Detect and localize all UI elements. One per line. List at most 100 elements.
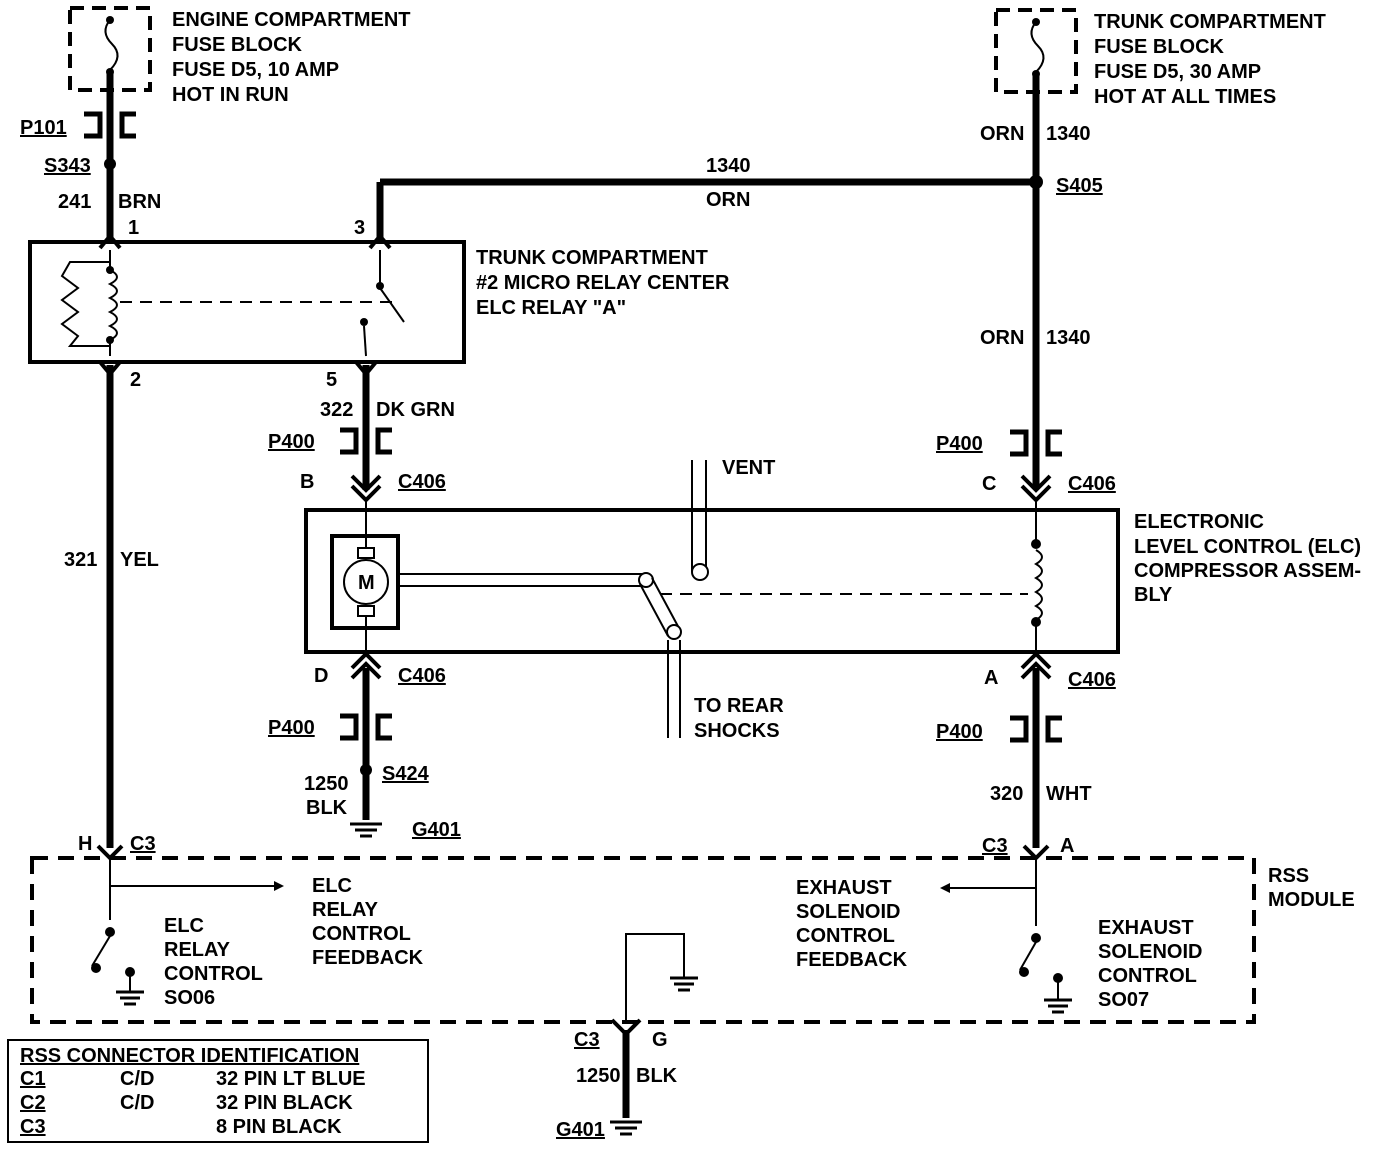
compressor-box <box>304 460 1120 738</box>
orn-right-2: ORN <box>980 327 1024 349</box>
table-row-id: C3 <box>20 1116 46 1138</box>
pin-c: C <box>982 473 996 495</box>
s343-label: S343 <box>44 155 91 177</box>
pin-b: B <box>300 471 314 493</box>
table-row-type: C/D <box>120 1092 154 1114</box>
fuse-right-text: TRUNK COMPARTMENT FUSE BLOCK FUSE D5, 30… <box>1094 11 1326 108</box>
rss-text: RSS MODULE ELC RELAY CONTROL SO06 ELC RE… <box>164 865 1355 1011</box>
fuse-right-line: FUSE D5, 30 AMP <box>1094 61 1261 83</box>
orn-top: ORN <box>706 189 750 211</box>
elc-control-text: CONTROL <box>164 963 263 985</box>
g401-label: G401 <box>412 819 461 841</box>
pin-d: D <box>314 665 328 687</box>
c406-label: C406 <box>1068 669 1116 691</box>
table-row-desc: 32 PIN LT BLUE <box>216 1068 366 1090</box>
p400-label: P400 <box>268 717 315 739</box>
yel-label: YEL <box>120 549 159 571</box>
elc-feedback-text: ELC <box>312 875 352 897</box>
motor-label: M <box>358 572 375 594</box>
fuse-left-line: FUSE BLOCK <box>172 34 303 56</box>
exhaust-feedback-text: SOLENOID <box>796 901 900 923</box>
c406-label: C406 <box>1068 473 1116 495</box>
pin-5: 5 <box>326 369 337 391</box>
to-rear-label: TO REAR <box>694 695 784 717</box>
pin-h: H <box>78 833 92 855</box>
compressor-line: BLY <box>1134 584 1173 606</box>
circuit-1340-right-2: 1340 <box>1046 327 1091 349</box>
relay-center-line: TRUNK COMPARTMENT <box>476 247 708 269</box>
exhaust-control-text: EXHAUST <box>1098 917 1194 939</box>
connector-table-border <box>7 1039 429 1143</box>
compressor-line: ELECTRONIC <box>1134 511 1264 533</box>
fuse-left-line: ENGINE COMPARTMENT <box>172 9 411 31</box>
table-row-id: C1 <box>20 1068 46 1090</box>
s424-label: S424 <box>382 763 430 785</box>
relay-center-box <box>28 240 466 364</box>
c3-label: C3 <box>130 833 156 855</box>
c406-label: C406 <box>398 471 446 493</box>
fuse-left-text: ENGINE COMPARTMENT FUSE BLOCK FUSE D5, 1… <box>172 9 411 106</box>
s405-label: S405 <box>1056 175 1103 197</box>
exhaust-feedback-text: EXHAUST <box>796 877 892 899</box>
to-rear-label: SHOCKS <box>694 720 780 742</box>
circuit-321: 321 <box>64 549 97 571</box>
rss-module-label: MODULE <box>1268 889 1355 911</box>
fuse-right-line: TRUNK COMPARTMENT <box>1094 11 1326 33</box>
pin-3: 3 <box>354 217 365 239</box>
table-row-desc: 8 PIN BLACK <box>216 1116 342 1138</box>
c3-label: C3 <box>574 1029 600 1051</box>
vent-label: VENT <box>722 457 775 479</box>
relay-center-line: #2 MICRO RELAY CENTER <box>476 272 730 294</box>
elc-feedback-text: RELAY <box>312 899 379 921</box>
circuit-241: 241 <box>58 191 91 213</box>
elc-control-text: ELC <box>164 915 204 937</box>
wire-labels: P101 S343 241 BRN 1 3 2 5 1340 ORN S405 … <box>20 117 1116 1141</box>
g401-label: G401 <box>556 1119 605 1141</box>
brn-label: BRN <box>118 191 161 213</box>
circuit-1340-top: 1340 <box>706 155 751 177</box>
table-row-desc: 32 PIN BLACK <box>216 1092 353 1114</box>
connector-table: RSS CONNECTOR IDENTIFICATION C1 C/D 32 P… <box>20 1045 366 1138</box>
rss-module-box <box>30 856 1256 1024</box>
dk-grn-label: DK GRN <box>376 399 455 421</box>
compressor-text: ELECTRONIC LEVEL CONTROL (ELC) COMPRESSO… <box>358 457 1361 742</box>
elc-feedback-text: FEEDBACK <box>312 947 424 969</box>
c3-label: C3 <box>982 835 1008 857</box>
blk-label-b: BLK <box>636 1065 678 1087</box>
exhaust-feedback-text: FEEDBACK <box>796 949 908 971</box>
elc-control-text: SO06 <box>164 987 215 1009</box>
splice-dots <box>104 158 1043 776</box>
pin-g: G <box>652 1029 668 1051</box>
circuit-1250-b: 1250 <box>576 1065 621 1087</box>
table-row-type: C/D <box>120 1068 154 1090</box>
table-title: RSS CONNECTOR IDENTIFICATION <box>20 1045 359 1067</box>
circuit-1340-right-1: 1340 <box>1046 123 1091 145</box>
exhaust-control-text: SO07 <box>1098 989 1149 1011</box>
pin-1: 1 <box>128 217 139 239</box>
circuit-320: 320 <box>990 783 1023 805</box>
fuse-right-line: FUSE BLOCK <box>1094 36 1225 58</box>
p400-label: P400 <box>936 433 983 455</box>
inline-connectors <box>84 111 1062 743</box>
wires <box>106 72 1040 1118</box>
exhaust-feedback-text: CONTROL <box>796 925 895 947</box>
compressor-line: LEVEL CONTROL (ELC) <box>1134 536 1361 558</box>
relay-center-text: TRUNK COMPARTMENT #2 MICRO RELAY CENTER … <box>476 247 730 319</box>
pin-a-c3: A <box>1060 835 1074 857</box>
table-row-id: C2 <box>20 1092 46 1114</box>
orn-right-1: ORN <box>980 123 1024 145</box>
p400-label: P400 <box>936 721 983 743</box>
rss-module-label: RSS <box>1268 865 1309 887</box>
c406-chevrons <box>96 232 1052 1037</box>
pin-a: A <box>984 667 998 689</box>
relay-center-line: ELC RELAY "A" <box>476 297 626 319</box>
exhaust-control-text: CONTROL <box>1098 965 1197 987</box>
circuit-322: 322 <box>320 399 353 421</box>
p101-label: P101 <box>20 117 67 139</box>
exhaust-control-text: SOLENOID <box>1098 941 1202 963</box>
fuse-left-line: FUSE D5, 10 AMP <box>172 59 339 81</box>
elc-feedback-text: CONTROL <box>312 923 411 945</box>
fuse-left-line: HOT IN RUN <box>172 84 289 106</box>
